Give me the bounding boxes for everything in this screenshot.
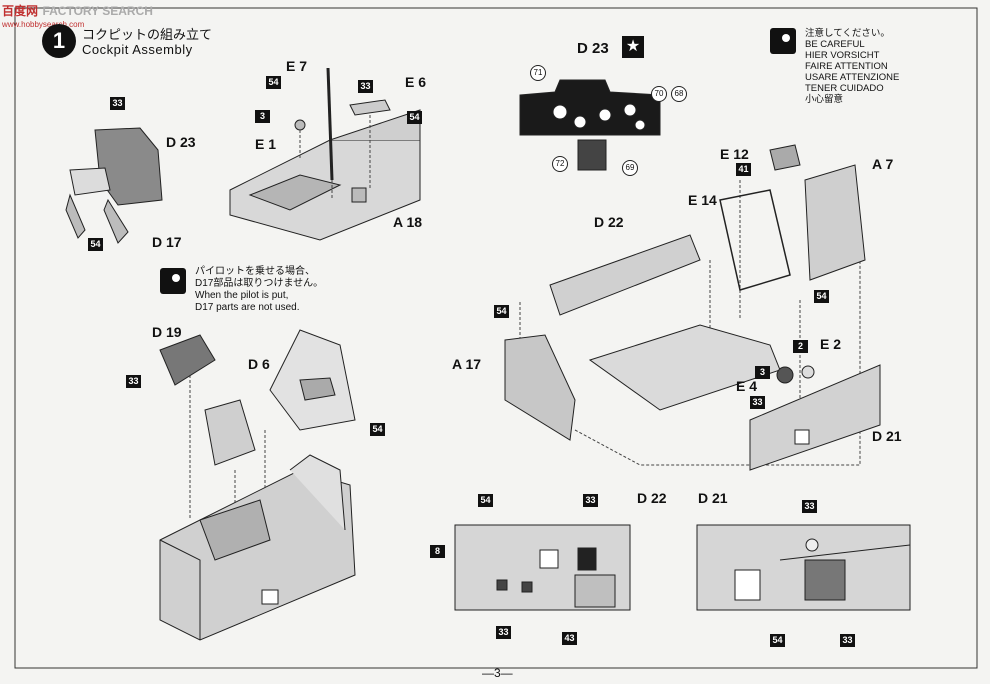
color-callout-3: 3 xyxy=(755,366,770,379)
part-label-e1: E 1 xyxy=(255,136,277,152)
watermark-brand: FACTORY SEARCH xyxy=(42,4,153,18)
pilot-note-text: パイロットを乗せる場合、 D17部品は取りつけません。 When the pil… xyxy=(195,266,323,314)
detail-label-d21: D 21 xyxy=(698,490,728,506)
color-callout-43: 43 xyxy=(562,632,577,645)
part-label-e14: E 14 xyxy=(688,192,717,208)
color-callout-54: 54 xyxy=(407,111,422,124)
color-callout-33: 33 xyxy=(126,375,141,388)
color-callout-3: 3 xyxy=(255,110,270,123)
pilot-note-icon xyxy=(160,268,186,294)
watermark-url: www.hobbysearch.com xyxy=(2,20,85,29)
color-callout-54: 54 xyxy=(494,305,509,318)
color-callout-54: 54 xyxy=(370,423,385,436)
color-callout-33: 33 xyxy=(583,494,598,507)
a18-floor-drawing xyxy=(229,67,421,241)
instrument-panel-drawing xyxy=(519,79,661,171)
color-callout-33: 33 xyxy=(496,626,511,639)
seat-drawing xyxy=(159,329,356,466)
caution-line: TENER CUIDADO xyxy=(805,83,884,94)
part-label-d21: D 21 xyxy=(872,428,902,444)
callout-70: 70 xyxy=(651,86,667,102)
pilot-note-line: パイロットを乗せる場合、 xyxy=(195,266,315,277)
d23-panel-drawing xyxy=(65,127,163,244)
caution-line: BE CAREFUL xyxy=(805,39,865,50)
callout-69: 69 xyxy=(622,160,638,176)
color-callout-54: 54 xyxy=(88,238,103,251)
color-callout-54: 54 xyxy=(770,634,785,647)
color-callout-41: 41 xyxy=(736,163,751,176)
part-label-e6: E 6 xyxy=(405,74,427,90)
color-callout-33: 33 xyxy=(840,634,855,647)
part-label-d22: D 22 xyxy=(594,214,624,230)
part-label-d17: D 17 xyxy=(152,234,182,250)
color-callout-33: 33 xyxy=(358,80,373,93)
detail-drawings xyxy=(454,524,911,611)
color-callout-2: 2 xyxy=(793,340,808,353)
part-label-a17: A 17 xyxy=(452,356,482,372)
caution-line: HIER VORSICHT xyxy=(805,50,880,61)
caution-line: 小心留意 xyxy=(805,94,844,105)
pilot-note-line: When the pilot is put, xyxy=(195,290,289,301)
color-callout-8: 8 xyxy=(430,545,445,558)
callout-72: 72 xyxy=(552,156,568,172)
color-callout-54: 54 xyxy=(266,76,281,89)
callout-68: 68 xyxy=(671,86,687,102)
part-label-d6: D 6 xyxy=(248,356,270,372)
color-callout-54: 54 xyxy=(478,494,493,507)
caution-icon xyxy=(770,28,796,54)
star-icon: ★ xyxy=(622,36,644,58)
fuselage-tub-drawing xyxy=(159,454,356,641)
callout-71: 71 xyxy=(530,65,546,81)
caution-text: 注意してください。 BE CAREFUL HIER VORSICHT FAIRE… xyxy=(805,28,899,105)
part-label-e7: E 7 xyxy=(286,58,308,74)
page-number: —3— xyxy=(482,666,513,680)
pilot-note-line: D17 parts are not used. xyxy=(195,302,300,313)
part-label-a18: A 18 xyxy=(393,214,423,230)
part-label-d19: D 19 xyxy=(152,324,182,340)
color-callout-33: 33 xyxy=(750,396,765,409)
watermark: 百度网 FACTORY SEARCH www.hobbysearch.com xyxy=(2,2,153,29)
detail-label-d22: D 22 xyxy=(637,490,667,506)
caution-line: FAIRE ATTENTION xyxy=(805,61,888,72)
pilot-note-line: D17部品は取りつけません。 xyxy=(195,278,324,289)
color-callout-54: 54 xyxy=(814,290,829,303)
color-callout-33: 33 xyxy=(110,97,125,110)
watermark-left: 百度网 xyxy=(2,4,39,18)
step-title-en: Cockpit Assembly xyxy=(82,42,193,57)
right-assembly-drawing xyxy=(504,144,881,471)
color-callout-33: 33 xyxy=(802,500,817,513)
caution-line: USARE ATTENZIONE xyxy=(805,72,900,83)
part-label-a7: A 7 xyxy=(872,156,894,172)
step-title-jp: コクピットの組み立て xyxy=(82,27,213,42)
part-label-e4: E 4 xyxy=(736,378,758,394)
part-label-d23-top: D 23 xyxy=(577,40,609,57)
part-label-e2: E 2 xyxy=(820,336,842,352)
step-number-badge: 1 xyxy=(42,24,76,58)
part-label-e12: E 12 xyxy=(720,146,749,162)
part-label-d23-left: D 23 xyxy=(166,134,196,150)
caution-line: 注意してください。 xyxy=(805,28,890,39)
